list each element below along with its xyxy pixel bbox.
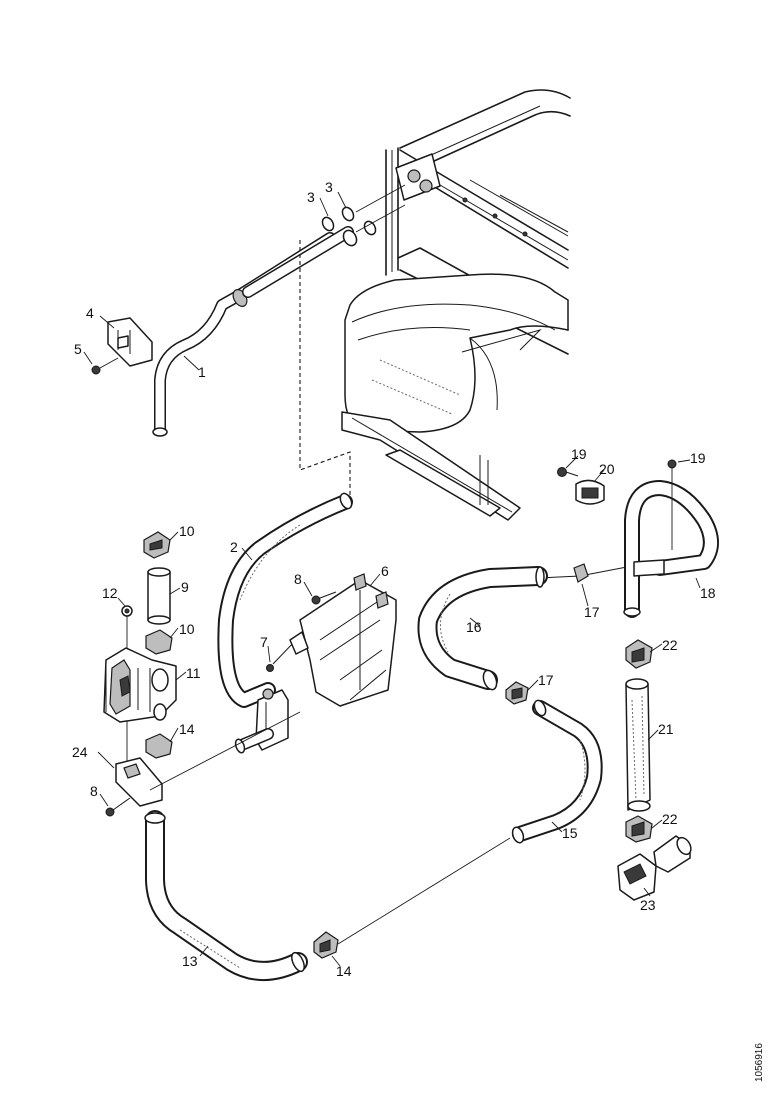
callout-12: 12 [102,585,118,601]
assembly-dashed-lines [299,240,351,500]
callout-8a: 8 [294,571,302,587]
callout-11: 11 [186,665,201,681]
callout-2: 2 [230,539,238,555]
callout-15: 15 [562,825,578,841]
callout-6: 6 [381,563,389,579]
callout-leaders [83,191,701,967]
callout-16: 16 [466,619,482,635]
callout-8b: 8 [90,783,98,799]
engine-frame [341,89,571,521]
hose-18 [557,459,719,618]
callout-22a: 22 [662,637,678,653]
callout-3b: 3 [325,179,333,195]
callout-5: 5 [74,341,82,357]
callout-labels: 1 2 3 3 4 5 6 7 8 8 9 10 10 11 12 13 14 … [72,179,716,979]
callout-19a: 19 [690,450,706,466]
mounting-bracket-6 [266,573,397,707]
hose-2 [217,492,353,708]
coolant-pipe-1 [91,184,406,437]
hose-13 [144,810,339,981]
valve-assembly [103,531,177,817]
callout-17a: 17 [584,604,600,620]
callout-17b: 17 [538,672,554,688]
callout-4: 4 [86,305,94,321]
hose-16 [417,563,589,705]
callout-14b: 14 [336,963,352,979]
callout-24: 24 [72,744,88,760]
callout-10b: 10 [179,621,195,637]
callout-7: 7 [260,634,268,650]
callout-14a: 14 [179,721,195,737]
callout-20: 20 [599,461,615,477]
callout-9: 9 [181,579,189,595]
reference-code: 1056916 [754,1043,765,1082]
tee-bracket [234,688,289,754]
hose-21-assembly [617,639,692,901]
callout-21: 21 [658,721,674,737]
callout-22b: 22 [662,811,678,827]
callout-13: 13 [182,953,198,969]
hose-15 [511,699,603,844]
callout-19b: 19 [571,446,587,462]
callout-18: 18 [700,585,716,601]
callout-10a: 10 [179,523,195,539]
callout-3a: 3 [307,189,315,205]
callout-23: 23 [640,897,656,913]
callout-1: 1 [198,364,206,380]
